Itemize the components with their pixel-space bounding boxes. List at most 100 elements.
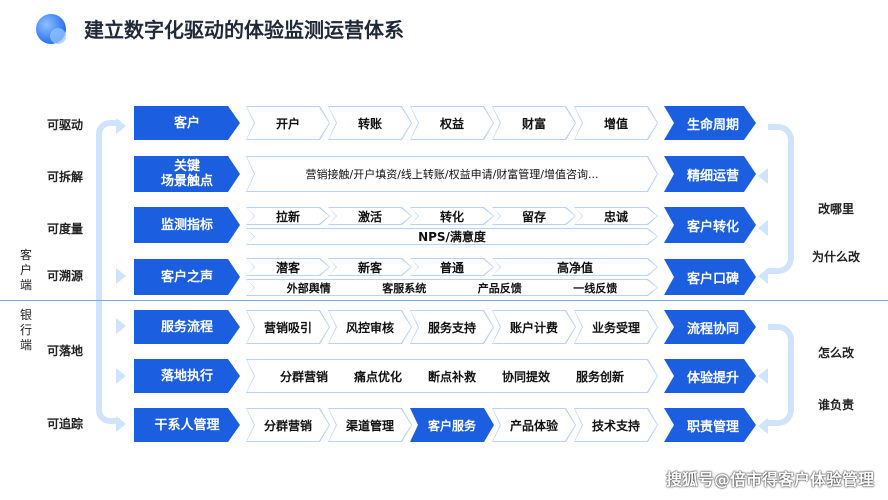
row7-step-label: 客户服务 xyxy=(411,409,493,441)
row7-right-box: 职责管理 xyxy=(664,408,756,442)
row4-source: 一线反馈 xyxy=(573,281,618,295)
row5-step: 服务支持 xyxy=(410,310,494,344)
row3-right-box: 客户转化 xyxy=(664,207,756,243)
right-arrow-icon xyxy=(758,418,768,434)
row1-step: 财富 xyxy=(492,106,576,140)
row3-sub-text: NPS/满意度 xyxy=(247,229,657,244)
row4-sources-list: 外部舆情 客服系统 产品反馈 一线反馈 xyxy=(247,280,657,295)
row6-step-label: 分群营销 xyxy=(279,369,328,384)
row4-step-label: 普通 xyxy=(411,259,493,275)
row2-touchpoints-text: 营销接触/开户填资/线上转账/权益申请/财富管理/增值咨询... xyxy=(247,157,657,191)
row1-step: 开户 xyxy=(246,106,330,140)
row3-step-label: 留存 xyxy=(493,208,575,224)
right-bracket-lower xyxy=(768,324,794,426)
row-label-measure: 可度量 xyxy=(46,222,83,236)
row7-step-label: 渠道管理 xyxy=(329,409,411,441)
row-label-track: 可追踪 xyxy=(46,417,83,431)
row4-step: 新客 xyxy=(328,258,412,276)
row3-step: 忠诚 xyxy=(574,207,658,225)
divider-line xyxy=(0,300,888,301)
row6-step-label: 服务创新 xyxy=(575,369,624,384)
right-arrow-icon xyxy=(758,368,768,384)
row3-left-box: 监测指标 xyxy=(134,207,240,243)
row6-actions: 分群营销 痛点优化 断点补救 协同提效 服务创新 xyxy=(246,359,658,393)
row5-step: 账户计费 xyxy=(492,310,576,344)
row-label-trace: 可溯源 xyxy=(46,269,83,283)
row7-step: 渠道管理 xyxy=(328,408,412,442)
row4-step: 潜客 xyxy=(246,258,330,276)
row5-step: 业务受理 xyxy=(574,310,658,344)
left-arrow-icon xyxy=(116,318,126,334)
row4-step: 普通 xyxy=(410,258,494,276)
row3-step-label: 拉新 xyxy=(247,208,329,224)
row7-step-label: 分群营销 xyxy=(247,409,329,441)
row1-step-label: 财富 xyxy=(493,107,575,139)
row1-step-label: 开户 xyxy=(247,107,329,139)
row6-left-box: 落地执行 xyxy=(134,359,240,393)
note-why: 为什么改 xyxy=(812,250,861,264)
row1-left-box: 客户 xyxy=(134,106,240,140)
row4-left-box: 客户之声 xyxy=(134,259,240,295)
note-who: 谁负责 xyxy=(818,398,855,412)
row4-sources: 外部舆情 客服系统 产品反馈 一线反馈 xyxy=(246,279,658,296)
row5-step-label: 风控审核 xyxy=(329,311,411,343)
row1-step-label: 权益 xyxy=(411,107,493,139)
row6-actions-list: 分群营销 痛点优化 断点补救 协同提效 服务创新 xyxy=(247,360,657,392)
row1-step-label: 转账 xyxy=(329,107,411,139)
row7-step: 技术支持 xyxy=(574,408,658,442)
right-bracket-upper xyxy=(768,124,794,274)
row-label-execute: 可落地 xyxy=(46,344,83,358)
row4-step-label: 潜客 xyxy=(247,259,329,275)
row5-step: 营销吸引 xyxy=(246,310,330,344)
row-label-drive: 可驱动 xyxy=(46,118,83,132)
row7-step-label: 技术支持 xyxy=(575,409,657,441)
note-where: 改哪里 xyxy=(818,202,855,216)
left-arrow-icon xyxy=(116,118,126,134)
row3-step-label: 转化 xyxy=(411,208,493,224)
row3-step: 激活 xyxy=(328,207,412,225)
row4-step-label: 高净值 xyxy=(493,259,657,275)
left-arrow-icon xyxy=(116,416,126,432)
row1-step: 增值 xyxy=(574,106,658,140)
row3-sub: NPS/满意度 xyxy=(246,228,658,245)
row3-step: 留存 xyxy=(492,207,576,225)
row4-step: 高净值 xyxy=(492,258,658,276)
row4-source: 客服系统 xyxy=(382,281,427,295)
left-arrow-icon xyxy=(116,268,126,284)
side-label-customer: 客户端 xyxy=(19,248,32,292)
row7-step: 分群营销 xyxy=(246,408,330,442)
row3-step: 转化 xyxy=(410,207,494,225)
row2-touchpoints: 营销接触/开户填资/线上转账/权益申请/财富管理/增值咨询... xyxy=(246,156,658,192)
row4-source: 外部舆情 xyxy=(286,281,331,295)
row3-step-label: 激活 xyxy=(329,208,411,224)
row5-step-label: 服务支持 xyxy=(411,311,493,343)
left-arrow-icon xyxy=(116,368,126,384)
row5-step-label: 业务受理 xyxy=(575,311,657,343)
row2-right-box: 精细运营 xyxy=(664,156,756,192)
row1-step: 权益 xyxy=(410,106,494,140)
row6-step-label: 断点补救 xyxy=(427,369,476,384)
row4-source: 产品反馈 xyxy=(477,281,522,295)
row5-step-label: 账户计费 xyxy=(493,311,575,343)
row7-step: 产品体验 xyxy=(492,408,576,442)
side-label-bank: 银行端 xyxy=(19,308,32,352)
page-title: 建立数字化驱动的体验监测运营体系 xyxy=(84,18,404,42)
row-label-decompose: 可拆解 xyxy=(46,170,83,184)
row7-step-label: 产品体验 xyxy=(493,409,575,441)
row4-step-label: 新客 xyxy=(329,259,411,275)
row5-step-label: 营销吸引 xyxy=(247,311,329,343)
row7-left-box: 干系人管理 xyxy=(134,408,240,442)
row1-right-box: 生命周期 xyxy=(664,106,756,140)
row4-right-box: 客户口碑 xyxy=(664,259,756,295)
title-logo-icon xyxy=(36,14,66,44)
row3-step: 拉新 xyxy=(246,207,330,225)
row3-step-label: 忠诚 xyxy=(575,208,657,224)
row5-right-box: 流程协同 xyxy=(664,310,756,344)
row5-left-box: 服务流程 xyxy=(134,310,240,344)
left-bracket-line xyxy=(96,120,120,424)
watermark: 搜狐号@倍市得客户体验管理 xyxy=(665,470,874,489)
row6-step-label: 痛点优化 xyxy=(353,369,402,384)
row6-step-label: 协同提效 xyxy=(501,369,550,384)
right-arrow-icon xyxy=(758,268,768,284)
row6-right-box: 体验提升 xyxy=(664,359,756,393)
